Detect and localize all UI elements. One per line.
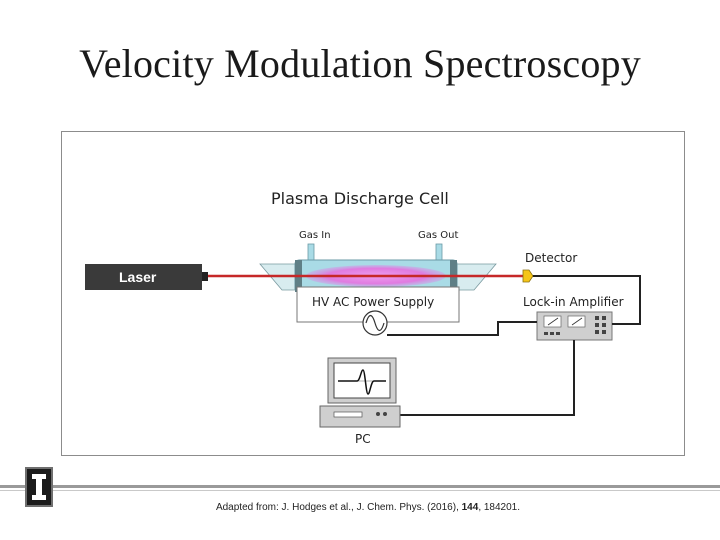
gas-out-label: Gas Out: [418, 230, 458, 241]
pc-drive-slot: [333, 411, 363, 418]
power-to-lockin-cable: [387, 321, 537, 336]
lock-in-needle-left: [547, 317, 559, 326]
diagram-frame: Plasma Discharge Cell Gas In Gas Out Las…: [61, 131, 685, 456]
ac-sine-wave: [365, 314, 385, 332]
slide-title: Velocity Modulation Spectroscopy: [79, 41, 641, 86]
pc-button-1: [376, 412, 380, 416]
citation-volume: 144: [461, 502, 479, 513]
gas-in-tube: [307, 243, 315, 263]
pc-label: PC: [355, 432, 371, 446]
lock-in-label: Lock-in Amplifier: [523, 295, 624, 309]
detector-icon: [522, 269, 534, 283]
power-supply-label: HV AC Power Supply: [312, 295, 434, 309]
laser-label: Laser: [119, 269, 157, 285]
lock-in-needle-right: [571, 317, 583, 326]
laser-box: [85, 264, 202, 290]
university-logo-icon: [25, 467, 53, 507]
footer-rule-thin: [0, 490, 720, 491]
cell-title: Plasma Discharge Cell: [271, 189, 449, 208]
setup-diagram: Plasma Discharge Cell Gas In Gas Out Las…: [85, 189, 641, 446]
citation-suffix: , 184201.: [478, 502, 521, 513]
footer-rule: [0, 485, 720, 488]
pc-button-2: [383, 412, 387, 416]
laser-aperture: [202, 272, 208, 281]
citation: Adapted from: J. Hodges et al., J. Chem.…: [0, 502, 720, 513]
derivative-lineshape: [338, 369, 386, 395]
detector-to-lockin-cable: [533, 275, 641, 325]
gas-in-label: Gas In: [299, 230, 331, 241]
lock-in-knobs: [544, 316, 606, 335]
citation-prefix: Adapted from: J. Hodges et al., J. Chem.…: [215, 502, 462, 513]
detector-label: Detector: [525, 251, 577, 265]
gas-out-tube: [435, 243, 443, 263]
lockin-to-pc-cable: [400, 340, 575, 416]
